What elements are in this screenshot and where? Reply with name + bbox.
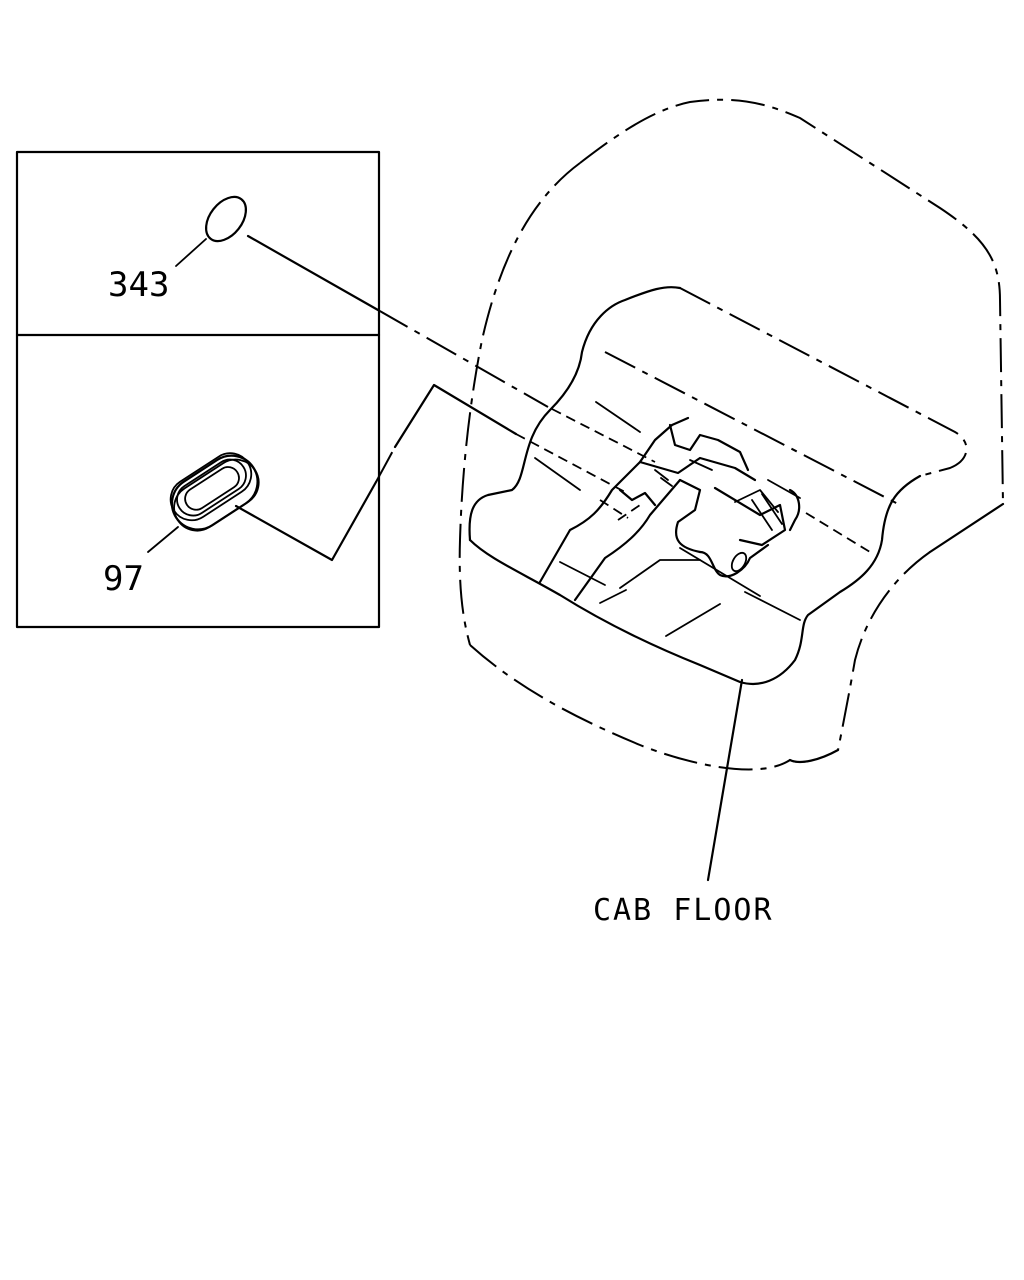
callout-343: 343 [108, 265, 169, 305]
cab-floor-assembly [458, 98, 1005, 771]
floor-panel [468, 286, 682, 542]
leader-343 [175, 238, 207, 267]
leader-97 [147, 526, 179, 553]
part-343-plug[interactable]: 343 [108, 189, 254, 305]
part-97-grommet[interactable]: 97 [103, 444, 268, 599]
grommet-97-shape [169, 452, 260, 532]
cab-outer-shell [579, 98, 1004, 505]
cab-floor-callout[interactable]: CAB FLOOR [593, 678, 774, 928]
callout-cab-floor: CAB FLOOR [593, 893, 774, 928]
callout-97: 97 [103, 559, 144, 599]
parts-inset-panel [15, 150, 381, 629]
inset-frame [15, 150, 381, 629]
assembly-leaders [234, 234, 656, 562]
plug-343-shape [205, 195, 247, 243]
leader-cab-floor [706, 678, 744, 882]
